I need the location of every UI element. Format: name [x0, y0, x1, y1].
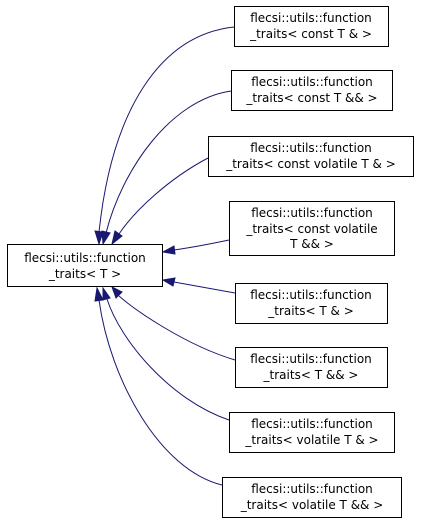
- edge-volatile-t-ref: [106, 298, 230, 421]
- edge-const-volatile-t-ref-arrowhead: [111, 230, 123, 246]
- derived-class-node-const-t-rref[interactable]: flecsi::utils::function _traits< const T…: [231, 70, 393, 111]
- base-class-line2: _traits< T >: [48, 267, 121, 281]
- edge-const-volatile-t-rref-arrowhead: [161, 245, 176, 255]
- derived-class-line1: flecsi::utils::function: [250, 352, 372, 366]
- derived-class-node-const-volatile-t-ref[interactable]: flecsi::utils::function _traits< const v…: [208, 136, 414, 177]
- derived-class-line1: flecsi::utils::function: [251, 417, 373, 431]
- base-class-node[interactable]: flecsi::utils::function _traits< T >: [7, 244, 163, 287]
- derived-class-line1: flecsi::utils::function: [251, 206, 373, 220]
- derived-class-line2: _traits< const volatile: [245, 222, 377, 236]
- edge-const-t-rref: [105, 90, 232, 234]
- derived-class-node-volatile-t-ref[interactable]: flecsi::utils::function _traits< volatil…: [229, 412, 395, 453]
- edges: [94, 26, 236, 486]
- edge-t-rref: [118, 295, 236, 361]
- edge-t-ref: [173, 281, 236, 294]
- derived-class-node-const-t-ref[interactable]: flecsi::utils::function _traits< const T…: [234, 6, 389, 47]
- derived-class-line2: _traits< volatile T && >: [240, 498, 384, 512]
- base-class-line1: flecsi::utils::function: [24, 251, 146, 265]
- derived-class-node-t-ref[interactable]: flecsi::utils::function _traits< T & >: [235, 283, 388, 324]
- derived-class-line1: flecsi::utils::function: [250, 11, 372, 25]
- edge-volatile-t-rref-arrowhead: [94, 286, 104, 302]
- derived-class-line2: _traits< const T && >: [245, 91, 377, 105]
- derived-class-line2: _traits< T & >: [267, 304, 354, 318]
- edge-const-t-rref-arrowhead: [101, 230, 111, 246]
- edge-const-t-ref-arrowhead: [94, 230, 104, 246]
- derived-class-line2: _traits< const T & >: [249, 27, 372, 41]
- edge-const-volatile-t-ref: [118, 157, 209, 235]
- edge-t-rref-arrowhead: [111, 285, 123, 299]
- edge-const-volatile-t-rref: [173, 239, 230, 251]
- edge-const-t-ref: [98, 26, 235, 233]
- derived-class-node-const-volatile-t-rref[interactable]: flecsi::utils::function _traits< const v…: [229, 201, 395, 256]
- derived-class-node-t-rref[interactable]: flecsi::utils::function _traits< T && >: [235, 347, 388, 388]
- derived-class-line1: flecsi::utils::function: [251, 482, 373, 496]
- edge-t-ref-arrowhead: [161, 277, 176, 287]
- derived-class-line2: _traits< const volatile T & >: [225, 157, 396, 171]
- derived-class-node-volatile-t-rref[interactable]: flecsi::utils::function _traits< volatil…: [222, 477, 402, 518]
- derived-class-line1: flecsi::utils::function: [251, 75, 373, 89]
- derived-class-line2: _traits< T && >: [263, 368, 359, 382]
- edge-volatile-t-rref: [98, 299, 223, 486]
- derived-class-line1: flecsi::utils::function: [250, 288, 372, 302]
- derived-class-line2: _traits< volatile T & >: [244, 433, 378, 447]
- derived-class-line3: T && >: [289, 237, 334, 251]
- derived-class-line1: flecsi::utils::function: [250, 141, 372, 155]
- edge-volatile-t-ref-arrowhead: [102, 286, 111, 301]
